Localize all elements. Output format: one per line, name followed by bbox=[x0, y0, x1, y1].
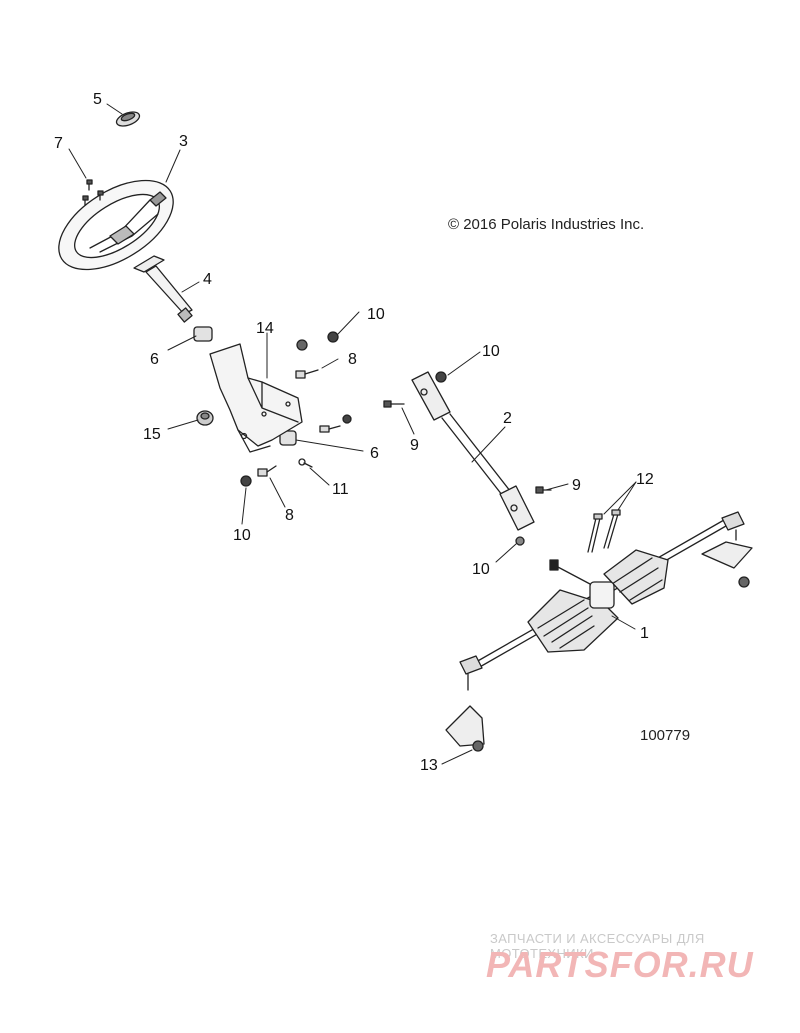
bolt-9-part bbox=[383, 400, 552, 494]
watermark-caption: ЗАПЧАСТИ И АКСЕССУАРЫ ДЛЯ МОТОТЕХНИКИ bbox=[490, 931, 705, 961]
callout-3: 3 bbox=[179, 133, 188, 150]
copyright-notice: © 2016 Polaris Industries Inc. bbox=[448, 216, 645, 233]
callout-8a: 8 bbox=[348, 351, 357, 368]
leader-lines bbox=[68, 103, 637, 765]
callout-7: 7 bbox=[54, 135, 63, 152]
column-bracket-part bbox=[209, 343, 303, 453]
callout-labels: 5 7 3 4 6 14 10 8 15 6 11 10 8 10 9 2 9 … bbox=[54, 91, 654, 774]
intermediate-shaft-part bbox=[411, 371, 535, 531]
horn-cap-part bbox=[115, 111, 141, 127]
callout-12: 12 bbox=[636, 471, 654, 488]
callout-10c: 10 bbox=[482, 343, 500, 360]
knob-15-part bbox=[196, 410, 214, 426]
callout-9b: 9 bbox=[572, 477, 581, 494]
callout-1: 1 bbox=[640, 625, 649, 642]
steering-wheel-part bbox=[58, 179, 174, 271]
callout-2: 2 bbox=[503, 410, 512, 427]
callout-11: 11 bbox=[332, 481, 349, 498]
callout-10a: 10 bbox=[367, 306, 385, 323]
callout-10d: 10 bbox=[472, 561, 490, 578]
nut-10-part bbox=[240, 331, 525, 546]
callout-9a: 9 bbox=[410, 437, 419, 454]
bushing-6-part bbox=[193, 326, 297, 446]
pin-11-part bbox=[298, 458, 313, 468]
callout-4: 4 bbox=[203, 271, 212, 288]
diagram-number: 100779 bbox=[640, 727, 691, 744]
bracket-13-part bbox=[445, 541, 753, 752]
callout-15: 15 bbox=[143, 426, 161, 443]
callout-8b: 8 bbox=[285, 507, 294, 524]
hub-shaft-part bbox=[133, 255, 193, 323]
watermark-logo: PARTSFOR.RU bbox=[486, 944, 754, 985]
callout-10b: 10 bbox=[233, 527, 251, 544]
callout-5: 5 bbox=[93, 91, 102, 108]
callout-14: 14 bbox=[256, 320, 274, 337]
bolt-12-part bbox=[587, 509, 621, 553]
callout-13: 13 bbox=[420, 757, 438, 774]
bolt-8-part bbox=[257, 369, 319, 477]
callout-6b: 6 bbox=[370, 445, 379, 462]
callout-6a: 6 bbox=[150, 351, 159, 368]
steering-rack-part bbox=[459, 511, 745, 691]
bolt-7-part bbox=[82, 179, 104, 206]
